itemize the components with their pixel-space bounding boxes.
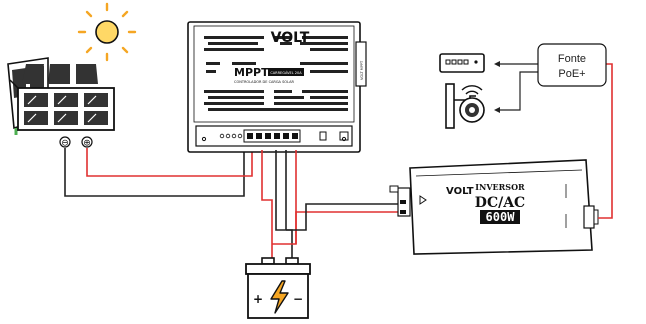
inverter-600w: VOLT INVERSOR DC/AC 600W (389, 159, 599, 255)
controller-side-label: VOLT MPPT (360, 60, 364, 80)
ip-camera-icon (445, 83, 485, 129)
panel-positive-terminal (81, 136, 93, 148)
panel-positive-label: ⊕ (83, 139, 91, 149)
inverter-wires (272, 203, 408, 245)
network-switch-icon (439, 53, 485, 73)
battery-negative-label: − (293, 292, 303, 306)
lightning-bolt-icon (270, 280, 289, 314)
battery-wires (261, 150, 297, 258)
battery-positive-label: + (253, 292, 263, 306)
sun-icon (77, 2, 137, 62)
panel-negative-terminal (59, 136, 71, 148)
solar-panel: ⊖ ⊕ (7, 57, 115, 149)
panel-negative-label: ⊖ (61, 139, 69, 149)
controller-subtitle: CONTROLADOR DE CARGA SOLAR (234, 80, 294, 84)
heatsink-fins (204, 36, 348, 111)
inverter-label-top: INVERSOR (475, 182, 525, 192)
inverter-label-main: DC/AC (475, 195, 525, 211)
mppt-controller: VOLT MPPT VOLT MPPT CARREGÁVEL 20A CONTR… (187, 21, 367, 153)
panel-wires (64, 148, 253, 197)
controller-badge: CARREGÁVEL 20A (270, 70, 302, 75)
inverter-brand: VOLT (446, 186, 474, 197)
poe-label-line2: PoE+ (558, 68, 585, 80)
inverter-power: 600W (486, 210, 516, 224)
poe-label-line1: Fonte (558, 53, 586, 65)
controller-model: MPPT (234, 66, 269, 79)
battery-icon: + − (245, 257, 311, 319)
poe-supply-box: Fonte PoE+ (537, 43, 607, 87)
poe-wires (494, 61, 613, 219)
controller-brand: VOLT (271, 30, 310, 46)
